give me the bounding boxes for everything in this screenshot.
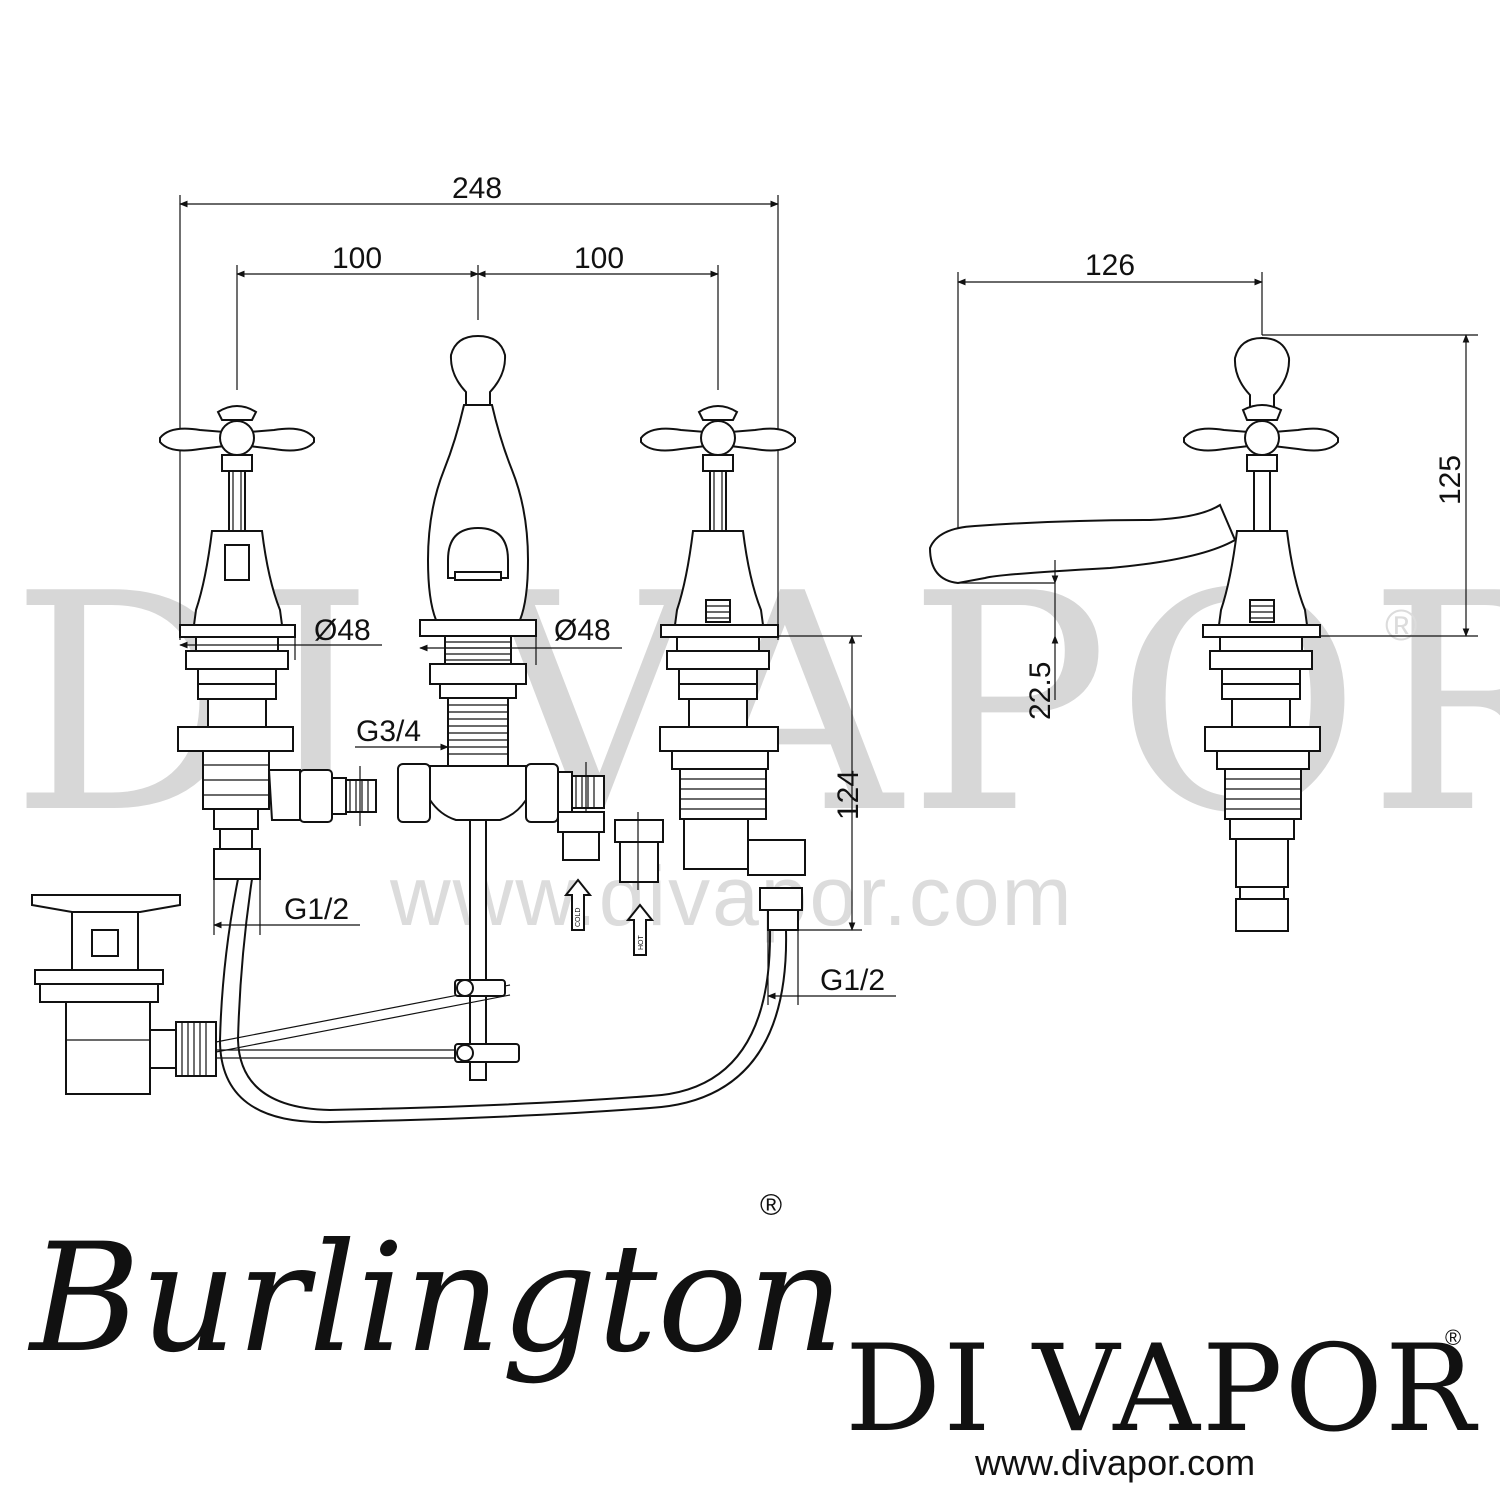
- dim-diameter-left: Ø48: [314, 614, 371, 647]
- dim-tap-depth: 126: [1085, 249, 1135, 282]
- left-cross-valve: [159, 405, 377, 880]
- dim-centre-right: 100: [574, 242, 624, 275]
- side-elevation-drawing: 126 125 22.5: [928, 249, 1478, 932]
- divapor-url: www.divapor.com: [974, 1442, 1255, 1483]
- burlington-registered-mark: ®: [760, 1189, 782, 1222]
- hot-inlet-arrow: HOT: [625, 903, 655, 956]
- dim-thread-spout: G3/4: [356, 715, 421, 748]
- branding-footer: Burlington ® DI VAPOR ® www.divapor.com: [27, 1189, 1479, 1483]
- dim-centre-left: 100: [332, 242, 382, 275]
- cold-label: COLD: [575, 908, 582, 927]
- dim-thread-left: G1/2: [284, 893, 349, 926]
- dim-spout-height: 22.5: [1024, 662, 1057, 720]
- right-cross-valve: [640, 405, 806, 931]
- front-elevation-drawing: COLD HOT: [31, 172, 896, 1124]
- divapor-registered-mark: ®: [1445, 1325, 1461, 1350]
- centre-spout: [397, 334, 605, 1081]
- dim-diameter-right: Ø48: [554, 614, 611, 647]
- cold-inlet-arrow: COLD: [563, 878, 593, 931]
- dim-tap-height: 125: [1434, 455, 1467, 505]
- dim-body-height: 124: [832, 770, 865, 820]
- front-dimension-lines: [179, 200, 896, 1005]
- popup-waste: [31, 878, 788, 1124]
- inlet-tails: [557, 811, 664, 890]
- burlington-logo: Burlington: [27, 1212, 844, 1386]
- watermark-registered: ®: [1385, 601, 1419, 650]
- hot-label: HOT: [638, 935, 645, 951]
- divapor-logo: DI VAPOR: [845, 1320, 1479, 1459]
- dim-thread-right: G1/2: [820, 964, 885, 997]
- dim-overall-width: 248: [452, 172, 502, 205]
